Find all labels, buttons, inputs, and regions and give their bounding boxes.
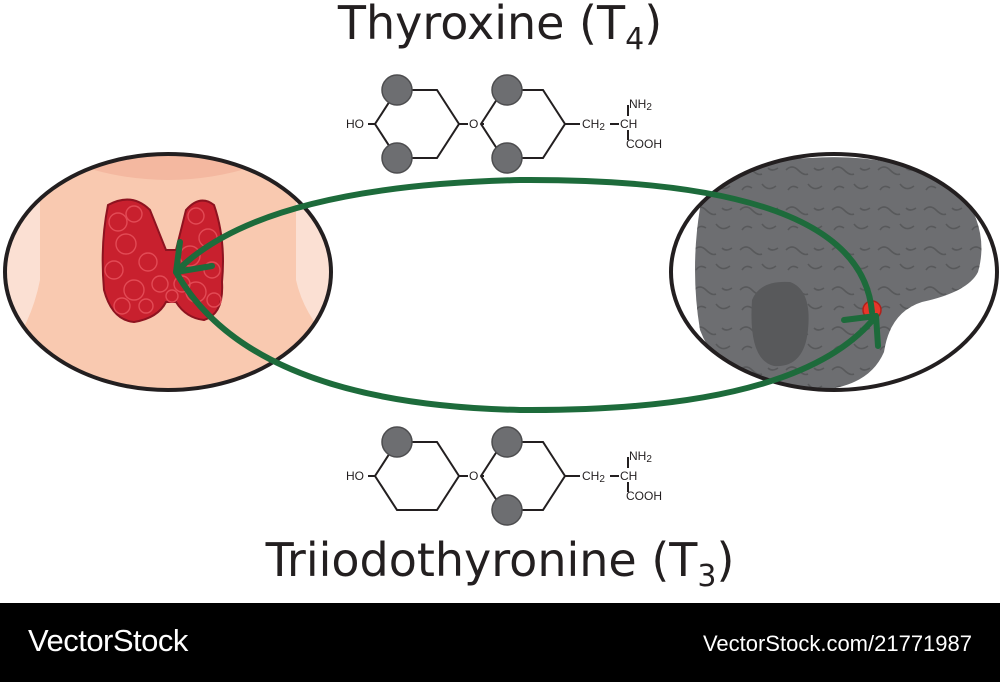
title-thyroxine: Thyroxine (T4): [0, 0, 1000, 57]
t4-ch-label: CH: [620, 117, 637, 131]
brain-stem: [751, 281, 809, 367]
footer-credit: VectorStock.com/21771987: [702, 631, 972, 656]
title-triiodothyronine-suffix: ): [716, 533, 735, 587]
t3-ho-label: HO: [346, 469, 364, 483]
thyroid-pituitary-diagram: HO O CH2 CH NH2 COOH HO O CH2 CH NH2: [3, 74, 999, 526]
title-thyroxine-name: Thyroxine (T: [337, 0, 626, 50]
arrowhead-thyroid: [173, 239, 215, 275]
t3-ch-label: CH: [620, 469, 637, 483]
title-triiodothyronine-name: Triiodothyronine (T: [265, 533, 698, 587]
arrow-pituitary-to-thyroid: [173, 176, 875, 315]
t3-ch2-label: CH2: [582, 469, 605, 485]
t4-nh2-label: NH2: [629, 97, 652, 113]
title-triiodothyronine: Triiodothyronine (T3): [0, 533, 1000, 594]
arrowhead-pituitary: [841, 313, 881, 349]
t4-o-label: O: [469, 117, 478, 131]
t4-iodine-atom-2: [381, 142, 413, 174]
t4-ch2-label: CH2: [582, 117, 605, 133]
arrow-thyroid-to-pituitary: [173, 269, 879, 414]
t4-iodine-atom-4: [491, 142, 523, 174]
brain-pituitary-panel: [669, 152, 999, 392]
t3-iodine-atom-3: [491, 494, 523, 526]
t4-ring-right: [479, 89, 567, 159]
brain-folds: [695, 157, 982, 390]
t4-iodine-atom-3: [491, 74, 523, 106]
t3-nh2-label: NH2: [629, 449, 652, 465]
t3-iodine-atom-2: [491, 426, 523, 458]
t3-cooh-label: COOH: [626, 489, 662, 503]
t4-ho-label: HO: [346, 117, 364, 131]
watermark-footer: VectorStock VectorStock.com/21771987: [0, 603, 1000, 682]
neck-frame: [3, 152, 333, 392]
brain-frame: [669, 152, 999, 392]
title-thyroxine-subscript: 4: [625, 22, 645, 57]
t3-o-label: O: [469, 469, 478, 483]
molecule-thyroxine: HO O CH2 CH NH2 COOH: [346, 74, 662, 174]
molecule-triiodothyronine: HO O CH2 CH NH2 COOH: [346, 426, 662, 526]
feedback-arrows: [173, 176, 881, 414]
thyroid-gland: [101, 198, 224, 324]
footer-brand: VectorStock: [28, 623, 188, 658]
t4-cooh-label: COOH: [626, 137, 662, 151]
t4-iodine-atom-1: [381, 74, 413, 106]
neck-thyroid-panel: [3, 152, 333, 392]
title-triiodothyronine-subscript: 3: [697, 559, 717, 594]
t3-ring-right: [479, 441, 567, 511]
t3-iodine-atom-1: [381, 426, 413, 458]
title-thyroxine-suffix: ): [644, 0, 663, 50]
